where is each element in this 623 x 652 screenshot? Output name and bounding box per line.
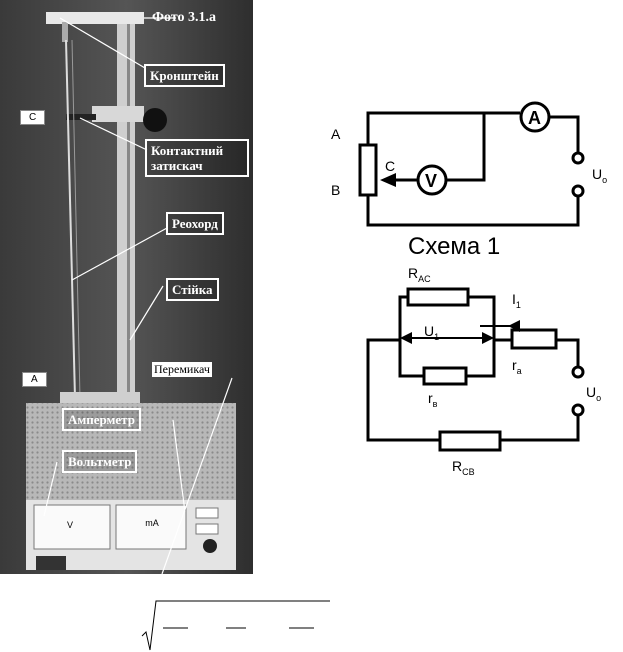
apparatus-photo: V mA [0, 0, 253, 574]
point-a: A [331, 126, 341, 142]
scheme2-source-label: Uo [586, 384, 602, 403]
label-r-v: rв [428, 390, 438, 409]
label-u1: U1 [424, 323, 440, 342]
marker-a: A [22, 372, 47, 387]
rheostat-ab [358, 143, 378, 197]
label-i1: I1 [512, 291, 521, 310]
ammeter-symbol [519, 101, 551, 133]
label-contact-clamp: Контактний затискач [145, 139, 249, 177]
ammeter-scale-label: mA [145, 518, 159, 528]
resistor-rcb [438, 430, 502, 452]
label-voltmeter: Вольтметр [62, 450, 138, 473]
voltmeter-scale-label: V [67, 520, 73, 530]
marker-c: C [20, 110, 46, 125]
label-stand: Стійка [166, 278, 219, 301]
label-ammeter: Амперметр [62, 408, 141, 431]
voltmeter-symbol [416, 164, 448, 196]
label-switch: Перемикач [152, 362, 212, 377]
label-bracket: Кронштейн [144, 64, 225, 87]
scheme1-source-label: Uo [592, 166, 608, 185]
label-r-cb: RCB [452, 458, 475, 477]
ammeter-letter: A [528, 108, 541, 128]
photo-title: Фото 3.1.a [152, 10, 217, 25]
point-c: C [385, 158, 396, 174]
resistor-ra [510, 328, 558, 350]
voltmeter-letter: V [425, 171, 437, 191]
resistor-rac [406, 287, 470, 307]
label-r-ac: RAC [408, 265, 431, 284]
point-b: B [331, 182, 341, 198]
scheme1-caption: Схема 1 [408, 233, 501, 260]
label-r-a: ra [512, 357, 522, 376]
label-rheochord: Реохорд [166, 212, 224, 235]
resistor-rv [422, 366, 468, 386]
